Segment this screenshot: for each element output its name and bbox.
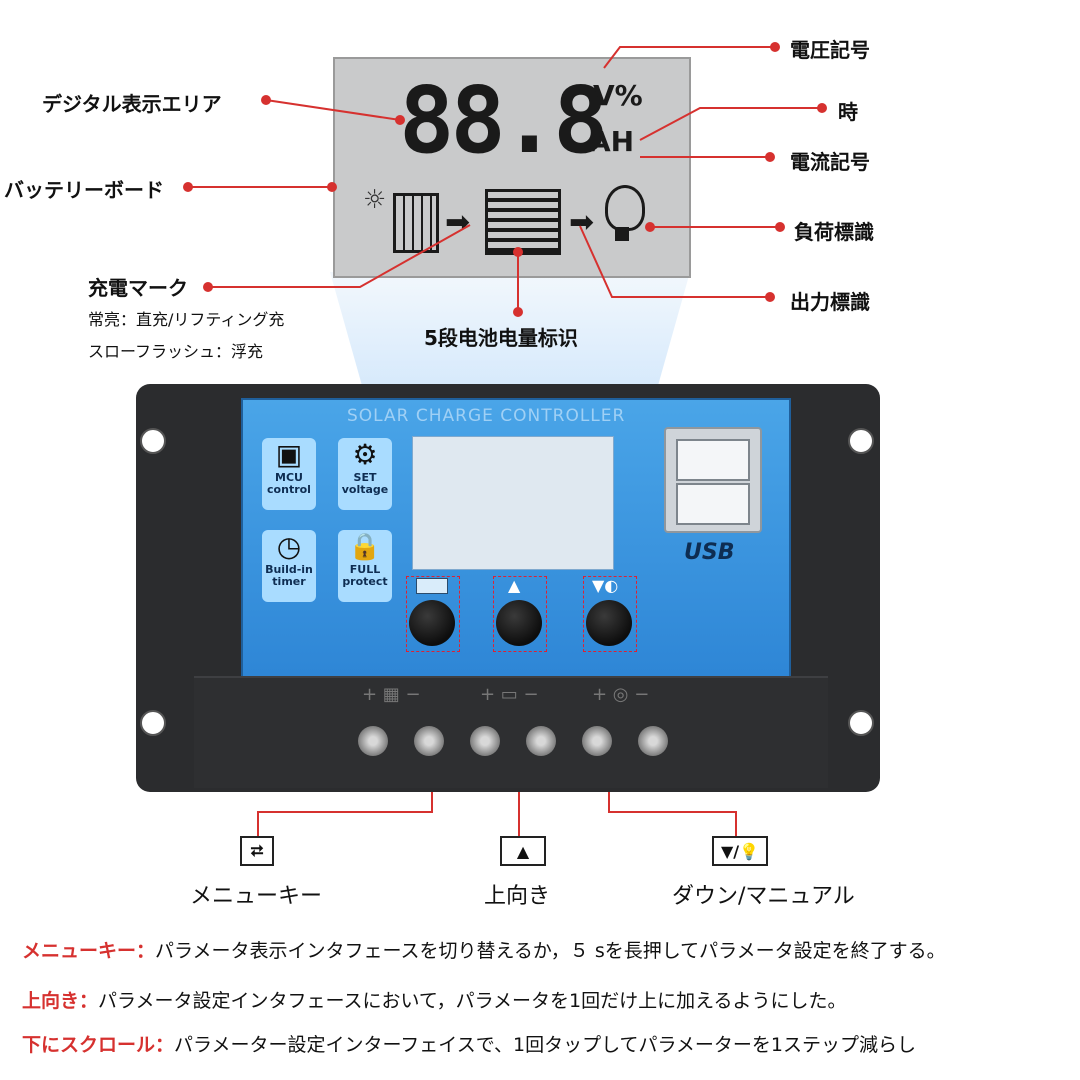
battery-level-icon bbox=[485, 189, 561, 255]
solar-terminal-mark: + ▦ − bbox=[362, 684, 421, 705]
label-current-symbol: 電流記号 bbox=[790, 150, 870, 174]
usb-label: USB bbox=[684, 540, 735, 565]
description-menu: メニューキー：パラメータ表示インタフェースを切り替えるか，５ sを長押してパラメ… bbox=[22, 940, 946, 962]
menu-battery-icon bbox=[416, 578, 448, 594]
clock-icon: ◷ bbox=[276, 530, 302, 563]
down-button[interactable] bbox=[586, 600, 632, 646]
label-output-sign: 出力標識 bbox=[790, 290, 870, 314]
up-key-label: 上向き bbox=[484, 884, 551, 909]
lcd-callout-panel: 88.8 V% AH ☼ ➡ ➡ bbox=[333, 57, 691, 278]
solar-panel-icon bbox=[393, 193, 439, 253]
down-key-label: ダウン/マニュアル bbox=[672, 884, 855, 909]
controller-title: SOLAR CHARGE CONTROLLER bbox=[347, 406, 626, 426]
label-battery-board: バッテリーボード bbox=[4, 178, 164, 202]
label-digital-area: デジタル表示エリア bbox=[42, 92, 222, 116]
menu-button-frame bbox=[406, 576, 460, 652]
tile-set-voltage: ⚙ SET voltage bbox=[338, 438, 392, 510]
load-terminal-mark: + ◎ − bbox=[592, 684, 650, 705]
mount-hole bbox=[848, 710, 874, 736]
label-charge-mark-note2: スローフラッシュ：浮充 bbox=[88, 342, 264, 361]
label-charge-mark-note1: 常亮：直充/リフティング充 bbox=[88, 310, 285, 329]
menu-key-label: メニューキー bbox=[190, 884, 323, 909]
terminal-screw[interactable] bbox=[638, 726, 668, 756]
terminal-screw[interactable] bbox=[358, 726, 388, 756]
mount-hole bbox=[848, 428, 874, 454]
mount-hole bbox=[140, 710, 166, 736]
battery-terminal-mark: + ▭ − bbox=[480, 684, 539, 705]
lcd-unit-top: V% bbox=[593, 79, 643, 112]
terminal-screw[interactable] bbox=[470, 726, 500, 756]
usb-port-block bbox=[664, 427, 762, 533]
terminal-screw[interactable] bbox=[526, 726, 556, 756]
terminal-bar: + ▦ − + ▭ − + ◎ − bbox=[194, 676, 828, 788]
lightbulb-base bbox=[615, 227, 629, 241]
usb-port[interactable] bbox=[676, 439, 750, 481]
terminal-screw[interactable] bbox=[414, 726, 444, 756]
down-arrow-icon: ▼◐ bbox=[592, 576, 619, 595]
down-key-symbol: ▼/💡 bbox=[712, 836, 768, 866]
tile-full-protect: 🔒 FULL protect bbox=[338, 530, 392, 602]
lock-icon: 🔒 bbox=[348, 532, 382, 562]
gear-icon: ⚙ bbox=[352, 438, 378, 471]
terminal-screw[interactable] bbox=[582, 726, 612, 756]
usb-port[interactable] bbox=[676, 483, 750, 525]
label-hour: 時 bbox=[838, 100, 858, 124]
controller-lcd-window bbox=[412, 436, 614, 570]
up-arrow-icon: ▲ bbox=[508, 576, 521, 595]
arrow-right-icon: ➡ bbox=[445, 205, 471, 240]
lcd-digits: 88.8 bbox=[399, 67, 609, 174]
lcd-unit-bottom: AH bbox=[589, 125, 635, 158]
up-button-frame bbox=[493, 576, 547, 652]
menu-button[interactable] bbox=[409, 600, 455, 646]
label-load-sign: 負荷標識 bbox=[794, 220, 874, 244]
tile-build-in-timer: ◷ Build-in timer bbox=[262, 530, 316, 602]
label-battery-level: 5段电池电量标识 bbox=[424, 326, 578, 350]
up-button[interactable] bbox=[496, 600, 542, 646]
arrow-right-icon: ➡ bbox=[569, 205, 595, 240]
description-up: 上向き：パラメータ設定インタフェースにおいて，パラメータを1回だけ上に加えるよう… bbox=[22, 990, 847, 1012]
up-key-symbol: ▲ bbox=[500, 836, 546, 866]
down-button-frame bbox=[583, 576, 637, 652]
label-voltage-symbol: 電圧記号 bbox=[790, 38, 870, 62]
mount-hole bbox=[140, 428, 166, 454]
chip-icon: ▣ bbox=[275, 438, 303, 471]
description-down: 下にスクロール：パラメーター設定インターフェイスで、1回タップしてパラメーターを… bbox=[22, 1034, 917, 1056]
label-charge-mark: 充電マーク bbox=[88, 276, 188, 300]
menu-key-symbol: ⮂ bbox=[240, 836, 274, 866]
sun-icon: ☼ bbox=[363, 185, 387, 215]
tile-mcu-control: ▣ MCU control bbox=[262, 438, 316, 510]
